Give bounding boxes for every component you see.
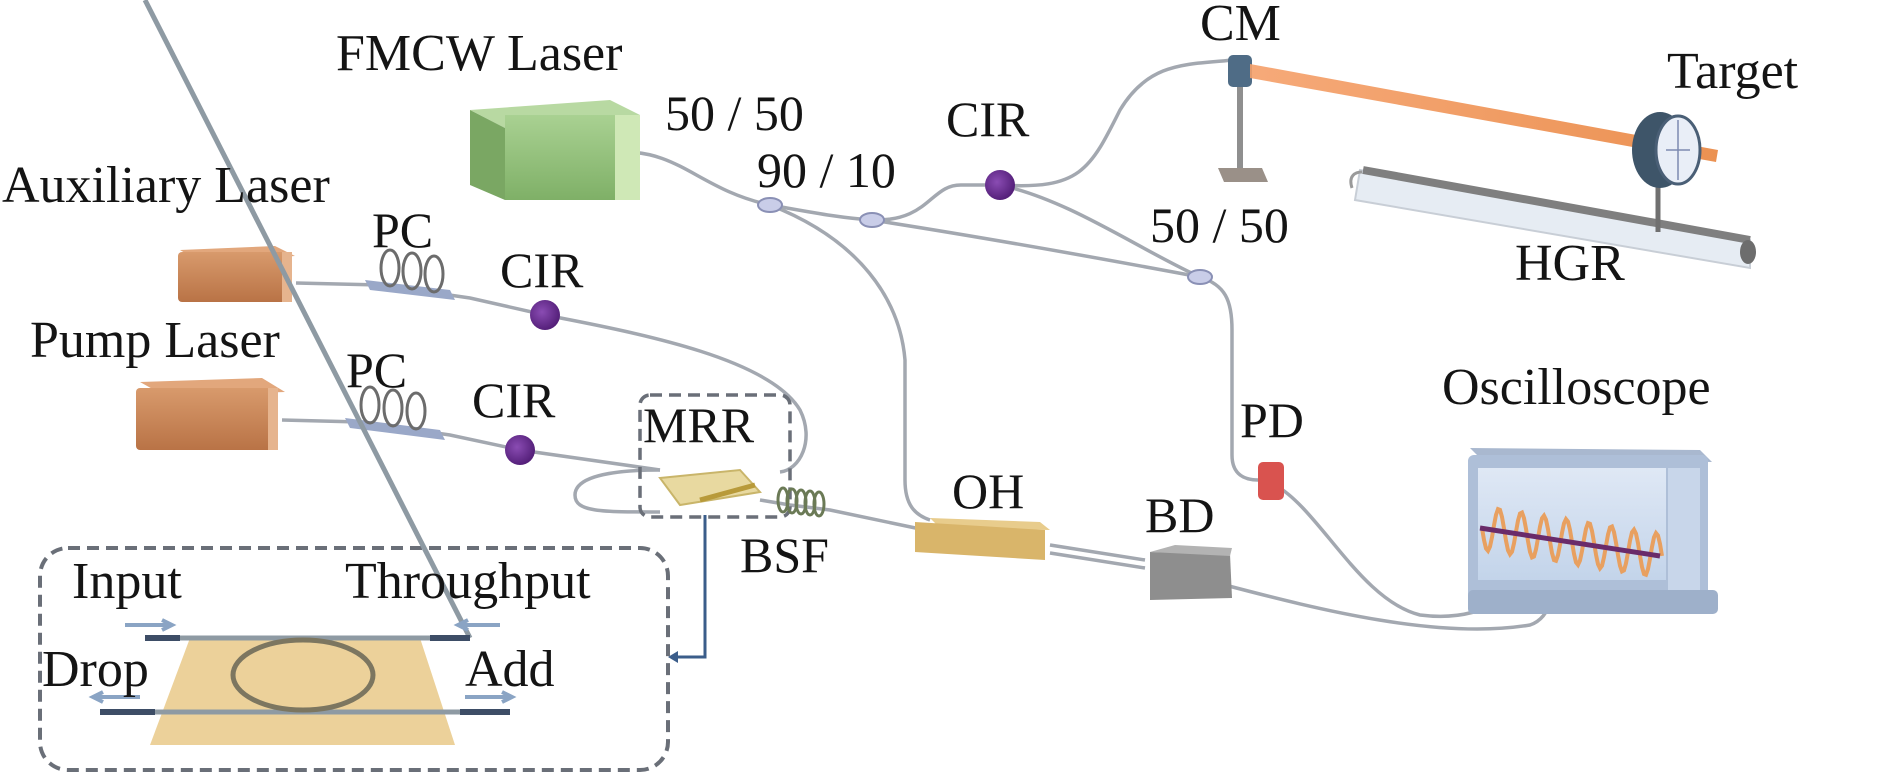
oscilloscope-device bbox=[1468, 448, 1718, 614]
coupler-5050-b-label: 50 / 50 bbox=[1150, 197, 1289, 253]
fiber-oh-to-bd-1 bbox=[1049, 543, 1146, 562]
coupler-9010-icon bbox=[859, 212, 885, 228]
balanced-detector-device bbox=[1150, 545, 1232, 600]
coupler-9010-label: 90 / 10 bbox=[757, 142, 896, 198]
circulator-aux-label: CIR bbox=[500, 242, 584, 298]
pump-laser-label: Pump Laser bbox=[30, 312, 280, 369]
bsf-coil bbox=[776, 486, 826, 518]
fiber-aux-line bbox=[295, 281, 808, 474]
mrr-inset bbox=[38, 0, 670, 772]
fiber-cir-to-cm bbox=[999, 58, 1233, 188]
fiber-coupler-b-to-pd bbox=[1199, 275, 1259, 482]
fiber-pump-line bbox=[281, 418, 661, 472]
coupler-5050-b-icon bbox=[1187, 269, 1213, 285]
pump-laser-device bbox=[136, 378, 285, 450]
fiber-network bbox=[281, 58, 1554, 631]
fmcw-laser-label: FMCW Laser bbox=[336, 25, 623, 82]
inset-bus-top bbox=[142, 0, 473, 640]
scope-waveform bbox=[1479, 506, 1664, 578]
auxiliary-laser-label: Auxiliary Laser bbox=[2, 157, 330, 214]
mrr-chip bbox=[658, 468, 762, 507]
photodetector-device bbox=[1258, 462, 1284, 500]
bsf-label: BSF bbox=[740, 527, 829, 583]
fiber-oh-to-bd-2 bbox=[1049, 551, 1146, 570]
hgr-label: HGR bbox=[1515, 235, 1625, 292]
optical-hybrid-device bbox=[915, 518, 1050, 560]
inset-microring bbox=[230, 637, 376, 713]
polarization-controller-pump bbox=[345, 385, 445, 440]
mrr-label: MRR bbox=[643, 397, 755, 453]
inset-chip-substrate bbox=[150, 638, 455, 745]
circulator-top-icon bbox=[985, 170, 1015, 200]
circulator-top-label: CIR bbox=[946, 91, 1030, 147]
target-label: Target bbox=[1667, 43, 1799, 100]
input-arrow-icon bbox=[125, 618, 177, 632]
mrr-highlight-box bbox=[638, 393, 792, 519]
collimator-device bbox=[1218, 55, 1268, 182]
circulator-aux-icon bbox=[530, 300, 560, 330]
polarization-controller-aux bbox=[365, 248, 455, 300]
fiber-9010-to-coupler-b bbox=[871, 218, 1201, 279]
circulator-pump-label: CIR bbox=[472, 372, 556, 428]
fiber-mrr-loop bbox=[573, 468, 661, 514]
coupler-5050-a-icon bbox=[757, 197, 783, 213]
add-arrow-icon bbox=[465, 690, 517, 704]
hgr-rail bbox=[1349, 166, 1756, 270]
oh-label: OH bbox=[952, 463, 1025, 519]
auxiliary-laser-device bbox=[178, 246, 295, 302]
pc-pump-label: PC bbox=[346, 342, 408, 398]
inset-input-label: Input bbox=[72, 553, 182, 610]
fiber-fmcw-to-coupler bbox=[619, 150, 771, 207]
pc-aux-label: PC bbox=[372, 202, 434, 258]
collimator-label: CM bbox=[1200, 0, 1281, 52]
inset-throughput-label: Throughput bbox=[345, 553, 591, 610]
drop-arrow-icon bbox=[88, 690, 140, 704]
inset-pointer-line bbox=[672, 515, 707, 659]
inset-add-label: Add bbox=[465, 641, 555, 698]
fiber-9010-to-cir bbox=[871, 183, 1000, 222]
laser-beam bbox=[1250, 64, 1718, 162]
coupler-5050-a-label: 50 / 50 bbox=[665, 85, 804, 141]
target-device bbox=[1632, 112, 1702, 232]
pd-label: PD bbox=[1240, 392, 1304, 448]
inset-pointer-arrow-icon bbox=[668, 651, 678, 663]
fiber-mrr-to-oh bbox=[759, 498, 926, 532]
throughput-arrow-icon bbox=[453, 618, 500, 632]
circulator-pump-icon bbox=[505, 435, 535, 465]
inset-drop-label: Drop bbox=[42, 641, 149, 698]
fiber-cir-to-coupler-b bbox=[999, 183, 1201, 279]
bd-label: BD bbox=[1145, 487, 1215, 543]
inset-dashed-border bbox=[38, 546, 670, 772]
fmcw-laser-device bbox=[470, 100, 640, 200]
oscilloscope-label: Oscilloscope bbox=[1442, 359, 1711, 416]
fiber-coupler-to-oh bbox=[769, 203, 931, 522]
